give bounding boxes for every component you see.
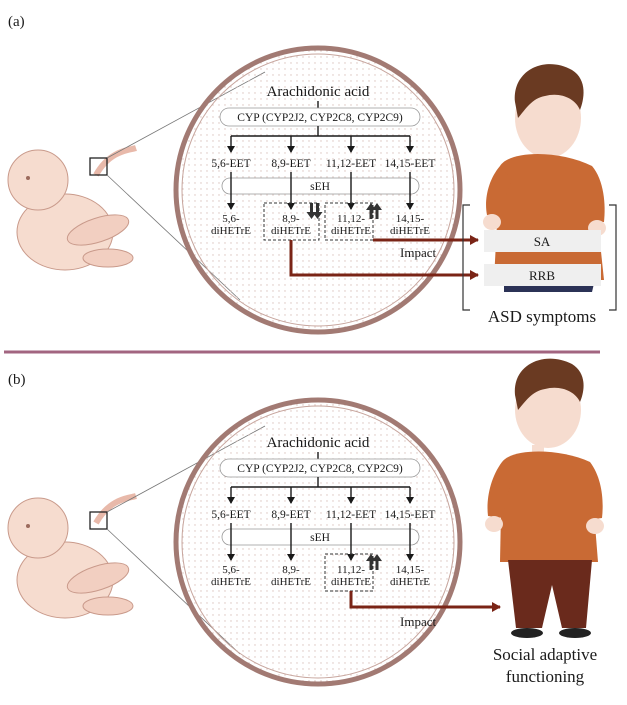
cyp-enzyme-label-b: CYP (CYP2J2, CYP2C8, CYP2C9) (237, 463, 403, 475)
fetus-illustration-b (7, 493, 137, 619)
increase-arrows-icon-a (366, 203, 382, 219)
eet-8-9-a: 8,9-EET (271, 158, 310, 170)
rrb-outcome-label: RRB (529, 268, 555, 283)
diol-14-15-line1-a: 14,15- (396, 213, 425, 225)
eet-8-9-b: 8,9-EET (271, 509, 310, 521)
social-adaptive-label-line2: functioning (506, 667, 585, 686)
highlight-box-11-12-a (324, 202, 374, 241)
impact-arrow-b (349, 591, 501, 612)
diol-5-6-line2-b: diHETrE (211, 576, 251, 588)
child-illustration-b (485, 358, 604, 638)
diol-11-12-line2-a: diHETrE (331, 225, 371, 237)
eet-14-15-a: 14,15-EET (385, 158, 436, 170)
sa-outcome-label: SA (534, 234, 551, 249)
diol-5-6-line1-b: 5,6- (222, 564, 240, 576)
diol-5-6-line1-a: 5,6- (222, 213, 240, 225)
panel-b-label: (b) (8, 372, 26, 388)
increase-arrows-icon-b (366, 554, 382, 570)
diol-14-15-line2-a: diHETrE (390, 225, 430, 237)
impact-label-b: Impact (400, 614, 436, 629)
diol-14-15-line2-b: diHETrE (390, 576, 430, 588)
seh-enzyme-label-b: sEH (310, 532, 330, 544)
arachidonic-acid-label-b: Arachidonic acid (267, 435, 370, 451)
highlight-box-8-9-a (263, 202, 320, 241)
asd-symptoms-label: ASD symptoms (488, 307, 596, 326)
diol-8-9-line2-a: diHETrE (271, 225, 311, 237)
bracket-right (609, 204, 617, 311)
cyp-enzyme-box-a (219, 107, 421, 127)
seh-enzyme-box-b (221, 528, 420, 546)
cyp-enzyme-box-b (219, 458, 421, 478)
diol-11-12-line2-b: diHETrE (331, 576, 371, 588)
eet-5-6-b: 5,6-EET (211, 509, 250, 521)
panel-b: (b) Arachidonic acid CYP (CYP2J2, CYP2C8… (7, 358, 604, 687)
eet-11-12-b: 11,12-EET (326, 509, 376, 521)
diol-5-6-line2-a: diHETrE (211, 225, 251, 237)
sa-outcome-box (484, 230, 601, 252)
diol-8-9-line1-b: 8,9- (282, 564, 300, 576)
fetus-illustration-a (7, 145, 137, 271)
eet-5-6-a: 5,6-EET (211, 158, 250, 170)
panel-a: (a) Arachidonic acid CYP (CYP2J2, CYP2C8… (7, 14, 617, 335)
arachidonic-acid-label-a: Arachidonic acid (267, 84, 370, 100)
eet-11-12-a: 11,12-EET (326, 158, 376, 170)
highlight-box-11-12-b (324, 553, 374, 592)
diol-14-15-line1-b: 14,15- (396, 564, 425, 576)
diol-11-12-line1-a: 11,12- (337, 213, 365, 225)
diol-11-12-line1-b: 11,12- (337, 564, 365, 576)
child-illustration-a (483, 64, 606, 292)
impact-arrow-rrb-a (289, 240, 479, 280)
seh-enzyme-label-a: sEH (310, 181, 330, 193)
impact-label-a: Impact (400, 245, 436, 260)
rrb-outcome-box (484, 264, 601, 286)
diol-8-9-line2-b: diHETrE (271, 576, 311, 588)
decrease-arrows-icon-a (306, 203, 323, 219)
zoom-box-a (89, 157, 108, 176)
social-adaptive-label-line1: Social adaptive (493, 645, 597, 664)
cyp-enzyme-label-a: CYP (CYP2J2, CYP2C8, CYP2C9) (237, 112, 403, 124)
diol-8-9-line1-a: 8,9- (282, 213, 300, 225)
eet-14-15-b: 14,15-EET (385, 509, 436, 521)
panel-a-label: (a) (8, 14, 25, 30)
bracket-left (462, 204, 470, 311)
zoom-box-b (89, 511, 108, 530)
seh-enzyme-box-a (221, 177, 420, 195)
